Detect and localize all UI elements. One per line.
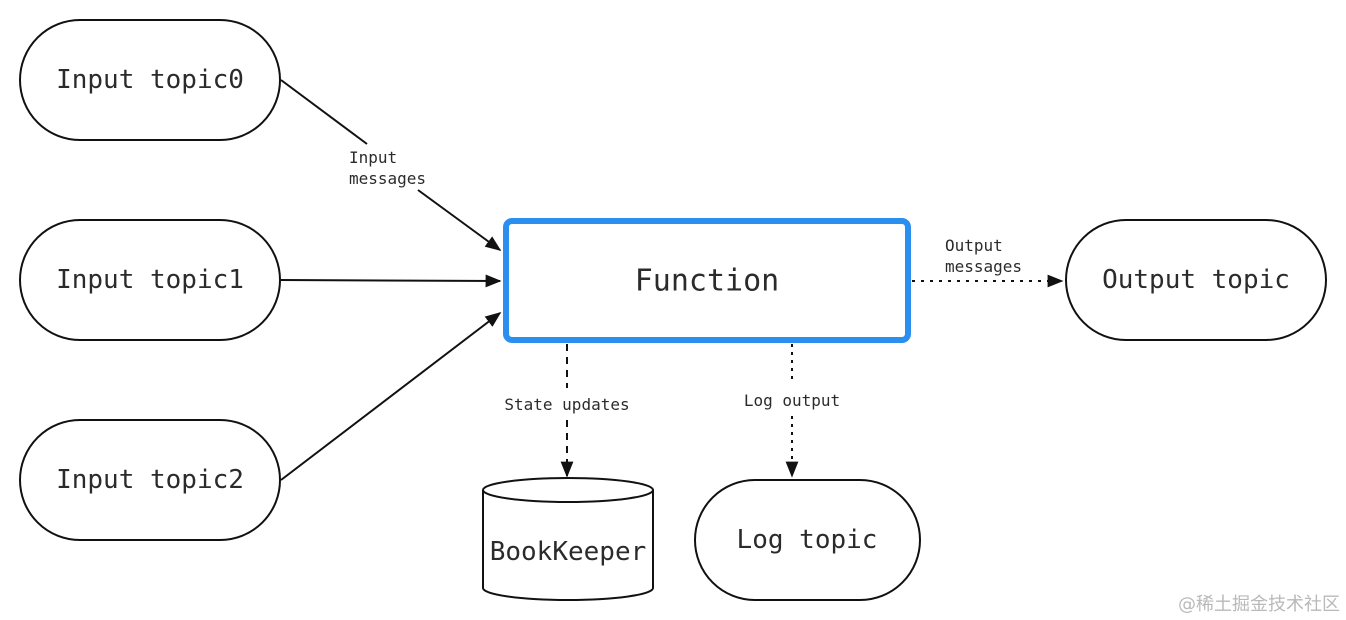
input-topic0-node: Input topic0 (19, 19, 281, 141)
bookkeeper-cylinder-top (482, 477, 654, 503)
input-topic0-label: Input topic0 (56, 65, 244, 95)
input-topic0-shape (19, 19, 281, 141)
edge-topic0-to-function-upper (280, 79, 368, 145)
input-messages-label-line2: messages (349, 169, 426, 188)
bookkeeper-node: BookKeeper (482, 477, 654, 601)
output-messages-label-line1: Output (945, 236, 1003, 255)
output-topic-label: Output topic (1102, 265, 1290, 295)
bookkeeper-cylinder-body (482, 490, 654, 601)
edge-topic2-to-function (280, 312, 502, 481)
input-topic1-label: Input topic1 (56, 265, 244, 295)
input-topic2-label: Input topic2 (56, 465, 244, 495)
output-topic-shape (1065, 219, 1327, 341)
log-output-label: Log output (744, 391, 840, 410)
watermark-text: @稀土掘金技术社区 (1178, 594, 1340, 615)
edge-topic1-to-function (280, 274, 502, 288)
log-topic-node: Log topic (694, 479, 921, 601)
function-shape (503, 218, 911, 343)
log-topic-shape (694, 479, 921, 601)
state-updates-label: State updates (504, 395, 629, 414)
output-messages-label-line2: messages (945, 257, 1022, 276)
function-node: Function (503, 218, 911, 343)
log-topic-label: Log topic (737, 525, 878, 555)
function-label: Function (635, 264, 780, 299)
bookkeeper-label: BookKeeper (490, 537, 647, 567)
input-topic2-shape (19, 419, 281, 541)
input-topic2-node: Input topic2 (19, 419, 281, 541)
input-topic1-shape (19, 219, 281, 341)
input-topic1-node: Input topic1 (19, 219, 281, 341)
input-messages-label-line1: Input (349, 148, 397, 167)
output-topic-node: Output topic (1065, 219, 1327, 341)
edge-topic0-to-function-lower (417, 189, 502, 251)
